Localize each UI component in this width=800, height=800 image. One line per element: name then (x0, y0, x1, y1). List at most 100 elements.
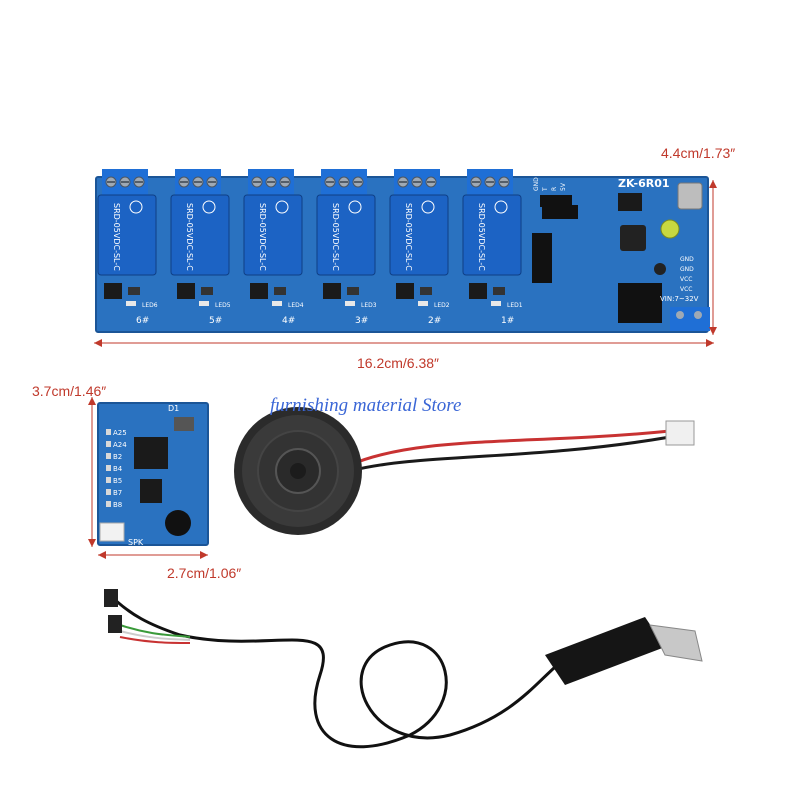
channel-label: 6# (136, 316, 149, 326)
led-label: LED3 (361, 302, 377, 309)
vin-label: VIN:7~32V (660, 295, 699, 303)
transistor (420, 287, 432, 295)
relay (462, 194, 522, 276)
microphone (165, 510, 191, 536)
relay-channel: SRD-05VDC-SL-C LED1 1# (462, 169, 523, 326)
voice-pin-label: B8 (113, 501, 122, 509)
channel-label: 4# (282, 316, 295, 326)
optocoupler (177, 283, 195, 299)
relay-marking: SRD-05VDC-SL-C (477, 203, 486, 271)
spk-label: SPK (128, 538, 144, 547)
relay (170, 194, 230, 276)
d1-label: D1 (168, 404, 179, 413)
ic-chip (618, 193, 642, 211)
relay-marking: SRD-05VDC-SL-C (112, 203, 121, 271)
transistor (201, 287, 213, 295)
transistor (274, 287, 286, 295)
side-pin-label: GND (680, 256, 694, 263)
wire-green (119, 624, 191, 638)
channel-label: 5# (209, 316, 222, 326)
header-pin-label: R (551, 187, 558, 191)
channel-label: 2# (428, 316, 441, 326)
header-connector (542, 205, 578, 219)
speaker-wire-black (349, 435, 671, 473)
header-pin-label: 5V (560, 182, 567, 191)
model-label: ZK-6R01 (618, 177, 670, 190)
side-pin-label: GND (680, 266, 694, 273)
voice-ic-large (134, 437, 168, 469)
optocoupler (323, 283, 341, 299)
voice-ic-small (140, 479, 162, 503)
voice-pcb (97, 402, 209, 546)
relay-channel: SRD-05VDC-SL-C LED4 4# (243, 169, 304, 326)
transistor (493, 287, 505, 295)
usb-adapter-body (545, 617, 665, 685)
led-label: LED4 (288, 302, 304, 309)
wire-red (119, 636, 191, 644)
relay (389, 194, 449, 276)
usb-cable-wire (108, 593, 571, 749)
store-watermark: furnishing material Store (270, 395, 462, 416)
relay-channels: SRD-05VDC-SL-C LED6 6# SRD-05VDC-SL-C LED5 5#… (97, 169, 523, 326)
voice-switch (174, 417, 194, 431)
relay-width-label: 16.2cm/6.38″ (357, 355, 440, 371)
optocoupler (396, 283, 414, 299)
pin-socket (532, 233, 552, 283)
relay-channel: SRD-05VDC-SL-C LED6 6# (97, 169, 158, 326)
dupont-connector-2 (108, 615, 122, 633)
relay-channel: SRD-05VDC-SL-C LED5 5# (170, 169, 231, 326)
led (345, 301, 355, 306)
voice-pin-label: A25 (113, 429, 127, 437)
relay (316, 194, 376, 276)
dupont-connector-1 (104, 589, 118, 607)
wire-white (119, 630, 191, 641)
relay-marking: SRD-05VDC-SL-C (258, 203, 267, 271)
relay-marking: SRD-05VDC-SL-C (185, 203, 194, 271)
led-label: LED5 (215, 302, 231, 309)
voice-width-label: 2.7cm/1.06″ (167, 565, 242, 581)
led (126, 301, 136, 306)
header-pin-label: T (542, 187, 549, 192)
capacitor-small (654, 263, 666, 275)
usb-cable (104, 589, 703, 749)
relay-height-label: 4.4cm/1.73″ (661, 145, 736, 161)
channel-label: 1# (501, 316, 514, 326)
usb-plug (649, 624, 703, 662)
led (418, 301, 428, 306)
header-pin-label: GND (533, 177, 540, 191)
relay-marking: SRD-05VDC-SL-C (331, 203, 340, 271)
relay-dimensions (94, 180, 717, 347)
voice-pin-label: B5 (113, 477, 122, 485)
transistor (128, 287, 140, 295)
voice-pin-label: B2 (113, 453, 122, 461)
speaker-assembly (234, 407, 695, 535)
led-label: LED6 (142, 302, 158, 309)
voice-height-label: 3.7cm/1.46″ (32, 383, 107, 399)
led (199, 301, 209, 306)
transistor (347, 287, 359, 295)
relay-board: SRD-05VDC-SL-C LED6 6# SRD-05VDC-SL-C LED5 5#… (95, 169, 710, 333)
relay (243, 194, 303, 276)
dc-jack (618, 283, 662, 323)
relay (97, 194, 157, 276)
relay-marking: SRD-05VDC-SL-C (404, 203, 413, 271)
speaker-wire-red (349, 429, 671, 467)
optocoupler (469, 283, 487, 299)
usb-port (677, 182, 703, 210)
header-pins (540, 195, 572, 207)
power-terminal (670, 307, 710, 331)
optocoupler (250, 283, 268, 299)
voice-pin-label: B7 (113, 489, 122, 497)
led-label: LED1 (507, 302, 523, 309)
capacitor (660, 219, 680, 239)
voice-pin-label: B4 (113, 465, 123, 473)
voice-pin-label: A24 (113, 441, 127, 449)
inductor (620, 225, 646, 251)
spk-connector (99, 522, 125, 542)
led-label: LED2 (434, 302, 450, 309)
